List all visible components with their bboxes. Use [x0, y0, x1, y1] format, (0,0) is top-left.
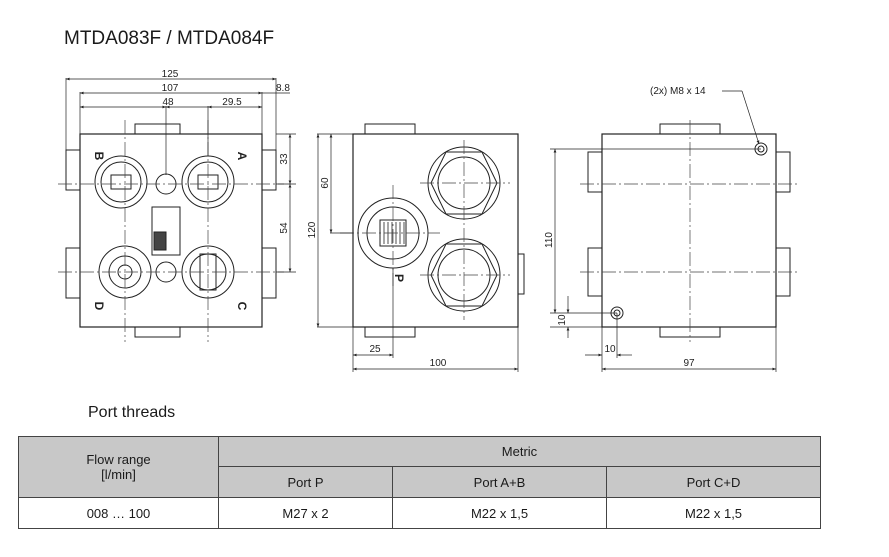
dim-97: 97: [683, 358, 695, 369]
flow-range-header: Flow range [l/min]: [18, 436, 219, 498]
technical-drawing: 125 107 48 29.5 8.8 33 54 B A D C: [58, 69, 798, 372]
dim-110: 110: [544, 232, 555, 248]
column-header: Port P: [217, 466, 394, 498]
port-label-b: B: [92, 152, 106, 161]
dim-120: 120: [307, 221, 318, 238]
flow-range-label: Flow range: [86, 452, 151, 467]
port-threads-table: Flow range [l/min] Metric Port P Port A+…: [18, 436, 821, 529]
dim-54: 54: [279, 222, 290, 234]
flow-range-unit: [l/min]: [101, 467, 136, 482]
flow-range-cell: 008 … 100: [18, 497, 219, 529]
dim-8-8: 8.8: [276, 83, 290, 94]
side-view: [316, 123, 525, 372]
dim-100: 100: [430, 358, 447, 369]
table-cell: M22 x 1,5: [392, 497, 607, 529]
table-row: 008 … 100 M27 x 2 M22 x 1,5 M22 x 1,5: [18, 497, 821, 529]
side-view-text: 60 120 25 100 P: [307, 177, 447, 369]
dim-33: 33: [279, 153, 290, 165]
table-cell: M22 x 1,5: [606, 497, 821, 529]
rear-view-text: (2x) M8 x 14 110 10 10 97: [544, 86, 706, 369]
dim-48: 48: [162, 97, 174, 108]
port-label-a: A: [235, 152, 249, 161]
rear-view: [550, 90, 798, 372]
front-view: [58, 77, 296, 342]
page-title: MTDA083F / MTDA084F: [64, 28, 275, 49]
port-label-c: C: [235, 302, 249, 311]
port-threads-title: Port threads: [88, 404, 176, 421]
metric-header: Metric: [218, 436, 821, 467]
dim-10-vertical: 10: [557, 314, 568, 326]
front-view-text: 125 107 48 29.5 8.8 33 54 B A D C: [92, 69, 290, 311]
dim-29-5: 29.5: [222, 97, 242, 108]
table-cell: M27 x 2: [217, 497, 394, 529]
dim-60: 60: [320, 177, 331, 189]
port-label-d: D: [92, 302, 106, 311]
dim-107: 107: [162, 83, 179, 94]
column-header: Port A+B: [392, 466, 607, 498]
dim-10-horizontal: 10: [604, 344, 616, 355]
dim-25: 25: [369, 344, 381, 355]
dim-125: 125: [162, 69, 179, 80]
column-header: Port C+D: [606, 466, 821, 498]
port-label-p: P: [392, 274, 406, 282]
bolt-note: (2x) M8 x 14: [650, 86, 706, 97]
